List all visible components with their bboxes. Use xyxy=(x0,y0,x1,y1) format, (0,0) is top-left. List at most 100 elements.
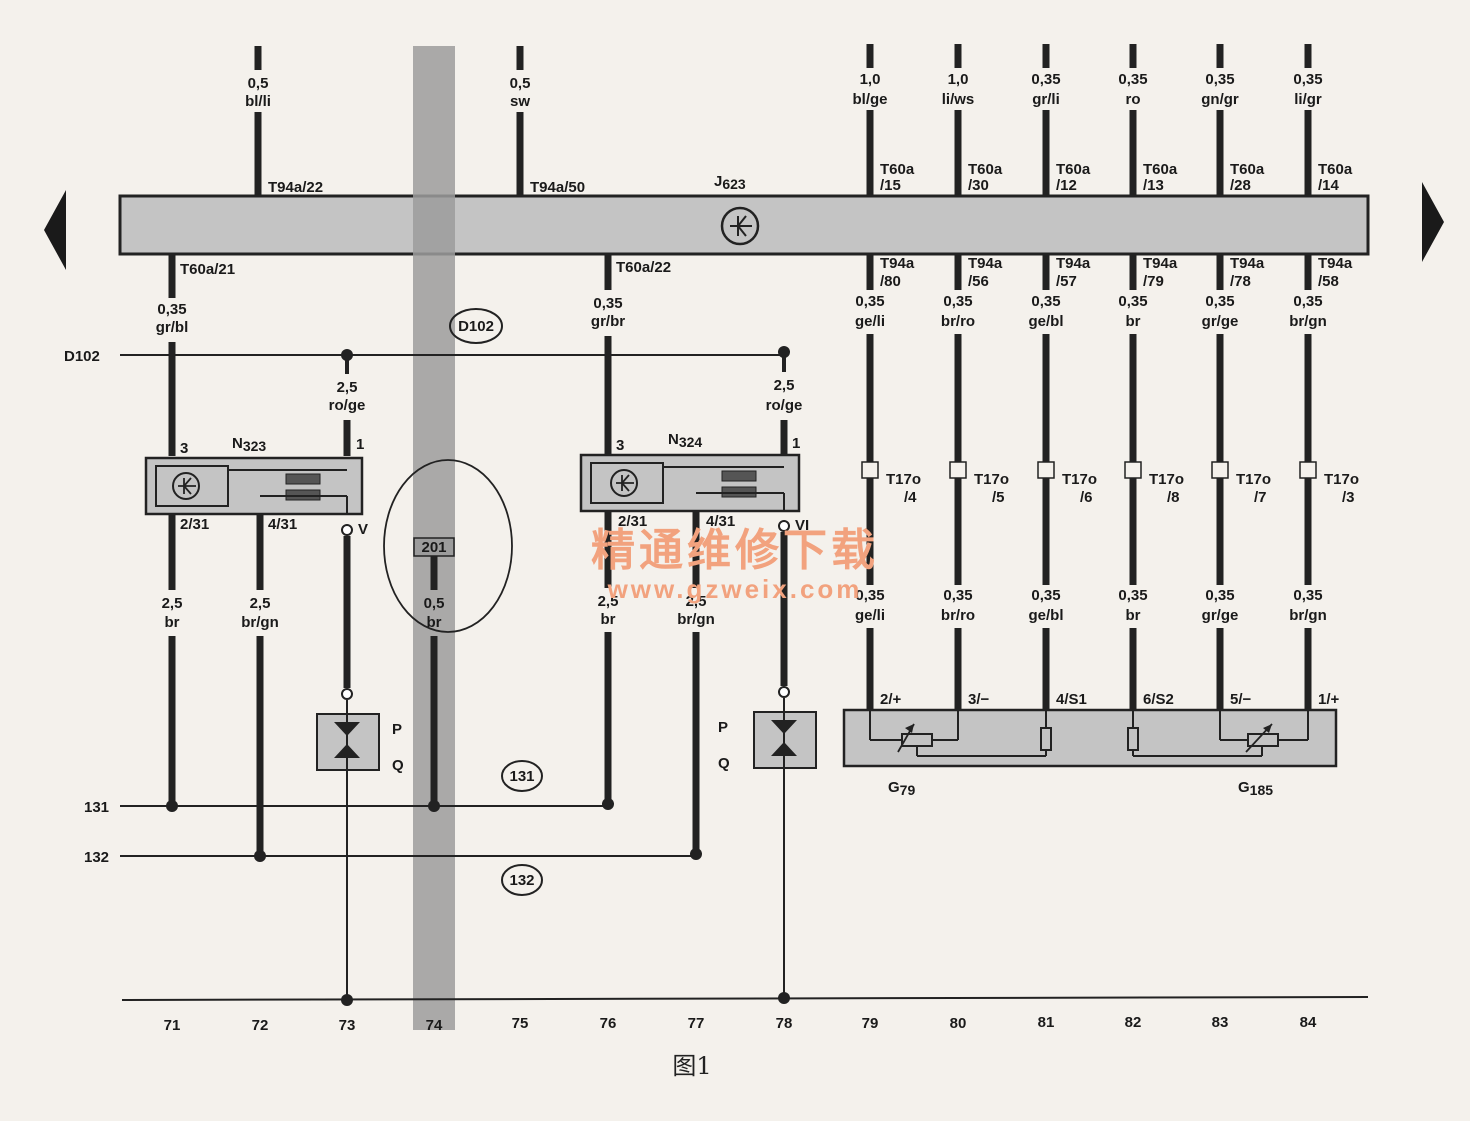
svg-text:/13: /13 xyxy=(1143,177,1164,194)
bus-132: 132 132 xyxy=(84,849,696,896)
svg-text:/78: /78 xyxy=(1230,273,1251,290)
svg-text:3: 3 xyxy=(616,437,624,454)
svg-text:/58: /58 xyxy=(1318,273,1339,290)
svg-text:3: 3 xyxy=(180,440,188,457)
svg-text:ge/bl: ge/bl xyxy=(1028,313,1063,330)
pq-label-right: P Q xyxy=(718,719,730,772)
svg-text:br/gn: br/gn xyxy=(677,611,715,628)
svg-text:bl/ge: bl/ge xyxy=(852,91,887,108)
bus-131: 131 131 xyxy=(84,760,608,816)
svg-text:T17o: T17o xyxy=(1062,471,1097,488)
svg-text:VI: VI xyxy=(795,517,809,534)
svg-text:br: br xyxy=(1126,607,1141,624)
upper-wire-84: 0,35 li/gr T60a /14 xyxy=(1293,44,1353,196)
svg-text:bl/li: bl/li xyxy=(245,93,271,110)
prev-page-arrow-icon[interactable] xyxy=(44,190,66,270)
svg-text:72: 72 xyxy=(252,1017,269,1034)
svg-text:/3: /3 xyxy=(1342,489,1355,506)
svg-text:5/−: 5/− xyxy=(1230,691,1252,708)
svg-text:T94a/22: T94a/22 xyxy=(268,179,323,196)
svg-text:0,35: 0,35 xyxy=(1293,71,1322,88)
svg-text:0,35: 0,35 xyxy=(1205,71,1234,88)
svg-text:Q: Q xyxy=(392,757,404,774)
svg-text:81: 81 xyxy=(1038,1014,1055,1031)
svg-text:T60a: T60a xyxy=(1056,161,1091,178)
svg-text:V: V xyxy=(358,521,368,538)
svg-text:76: 76 xyxy=(600,1015,617,1032)
wire-col-73: V xyxy=(316,521,380,1006)
svg-text:78: 78 xyxy=(776,1015,793,1032)
svg-text:0,5: 0,5 xyxy=(510,75,531,92)
svg-text:D102: D102 xyxy=(458,318,494,335)
svg-text:2,5: 2,5 xyxy=(686,593,707,610)
svg-text:/6: /6 xyxy=(1080,489,1093,506)
wire-ro-ge-n323: 2,5 ro/ge 1 xyxy=(329,355,365,456)
valve-n324-label: N324 xyxy=(668,431,702,450)
svg-text:T60a/22: T60a/22 xyxy=(616,259,671,276)
svg-text:gr/br: gr/br xyxy=(591,313,625,330)
svg-text:0,35: 0,35 xyxy=(855,587,884,604)
svg-text:80: 80 xyxy=(950,1015,967,1032)
ground-wire-74: 201 0,5 br xyxy=(383,459,513,812)
ecu-label-j623: J623 xyxy=(714,173,746,192)
svg-text:li/gr: li/gr xyxy=(1294,91,1322,108)
svg-text:T94a: T94a xyxy=(1143,255,1178,272)
figure-caption: 图1 xyxy=(672,1052,711,1080)
svg-text:0,35: 0,35 xyxy=(1118,71,1147,88)
sensor-wire-79: T94a /80 0,35 ge/li T17o /4 0,35 ge/li 2… xyxy=(855,254,921,710)
svg-text:T94a: T94a xyxy=(1318,255,1353,272)
svg-text:br: br xyxy=(1126,313,1141,330)
svg-text:2/31: 2/31 xyxy=(618,513,647,530)
svg-text:0,35: 0,35 xyxy=(1031,293,1060,310)
svg-text:0,5: 0,5 xyxy=(248,75,269,92)
svg-text:/14: /14 xyxy=(1318,177,1340,194)
svg-text:gr/ge: gr/ge xyxy=(1202,313,1239,330)
svg-text:0,35: 0,35 xyxy=(593,295,622,312)
svg-text:T17o: T17o xyxy=(974,471,1009,488)
ecu-symbol-icon xyxy=(720,206,760,246)
svg-text:79: 79 xyxy=(862,1015,879,1032)
svg-text:gr/li: gr/li xyxy=(1032,91,1060,108)
svg-text:2,5: 2,5 xyxy=(250,595,271,612)
valve-n324 xyxy=(579,453,801,513)
svg-text:0,35: 0,35 xyxy=(157,301,186,318)
svg-text:132: 132 xyxy=(509,872,534,889)
svg-text:Q: Q xyxy=(718,755,730,772)
svg-text:0,5: 0,5 xyxy=(424,595,445,612)
svg-text:gr/bl: gr/bl xyxy=(156,319,189,336)
svg-text:4/31: 4/31 xyxy=(268,516,297,533)
svg-text:71: 71 xyxy=(164,1017,181,1034)
wire-col-71-lower: 2/31 2,5 br xyxy=(162,514,209,812)
wire-col-71: T60a/21 0,35 gr/bl 3 xyxy=(156,254,235,457)
next-page-arrow-icon[interactable] xyxy=(1422,182,1444,262)
svg-text:1/+: 1/+ xyxy=(1318,691,1340,708)
svg-text:75: 75 xyxy=(512,1015,529,1032)
pq-label-left: P Q xyxy=(392,721,404,774)
svg-text:2,5: 2,5 xyxy=(337,379,358,396)
svg-text:T17o: T17o xyxy=(1149,471,1184,488)
svg-text:0,35: 0,35 xyxy=(1031,71,1060,88)
svg-text:br/ro: br/ro xyxy=(941,607,975,624)
svg-text:0,35: 0,35 xyxy=(855,293,884,310)
svg-text:T94a: T94a xyxy=(880,255,915,272)
svg-text:/15: /15 xyxy=(880,177,901,194)
svg-text:131: 131 xyxy=(84,799,109,816)
svg-text:T94a/50: T94a/50 xyxy=(530,179,585,196)
upper-wire-82: 0,35 ro T60a /13 xyxy=(1118,44,1178,196)
svg-text:/8: /8 xyxy=(1167,489,1180,506)
svg-text:0,35: 0,35 xyxy=(1293,293,1322,310)
upper-wire-80: 1,0 li/ws T60a /30 xyxy=(942,44,1003,196)
svg-text:82: 82 xyxy=(1125,1014,1142,1031)
svg-text:br: br xyxy=(601,611,616,628)
svg-text:/5: /5 xyxy=(992,489,1005,506)
svg-text:4/S1: 4/S1 xyxy=(1056,691,1087,708)
svg-text:131: 131 xyxy=(509,768,534,785)
sensor-wire-81: T94a /57 0,35 ge/bl T17o /6 0,35 ge/bl 4… xyxy=(1028,254,1097,710)
svg-text:ge/li: ge/li xyxy=(855,607,885,624)
svg-text:2,5: 2,5 xyxy=(774,377,795,394)
svg-text:ge/bl: ge/bl xyxy=(1028,607,1063,624)
svg-text:0,35: 0,35 xyxy=(1205,293,1234,310)
svg-text:gr/ge: gr/ge xyxy=(1202,607,1239,624)
svg-text:0,35: 0,35 xyxy=(1118,587,1147,604)
